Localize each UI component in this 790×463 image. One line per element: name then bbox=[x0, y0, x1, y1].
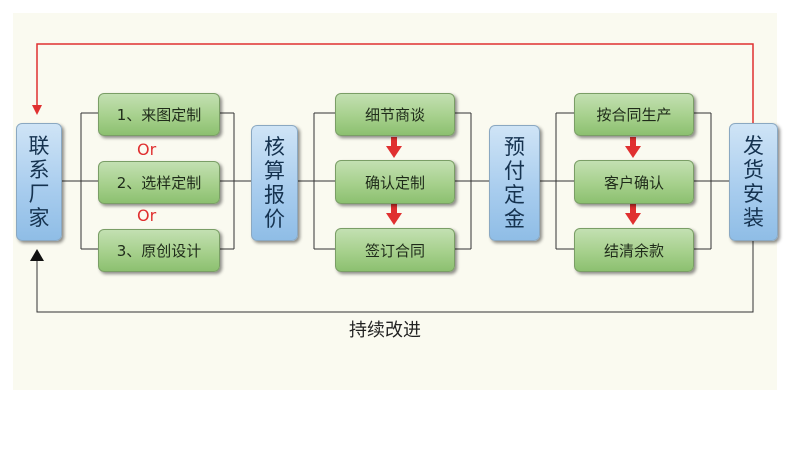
ship-char: 发 bbox=[743, 134, 764, 158]
negotiation-step-box: 细节商谈 bbox=[335, 93, 455, 136]
or-label: Or bbox=[137, 140, 157, 159]
quote-char: 算 bbox=[264, 159, 285, 183]
option-box: 2、选样定制 bbox=[98, 161, 220, 204]
deposit-char: 付 bbox=[504, 159, 525, 183]
red-down-arrow bbox=[625, 204, 641, 225]
production-step-box: 客户确认 bbox=[574, 160, 694, 204]
quote-char: 核 bbox=[264, 135, 285, 159]
option-box: 3、原创设计 bbox=[98, 229, 220, 272]
contact-char: 厂 bbox=[28, 182, 50, 206]
red-down-arrow bbox=[386, 204, 402, 225]
contact-char: 联 bbox=[28, 134, 50, 158]
contact-factory-box: 联 系 厂 家 bbox=[16, 123, 62, 241]
deposit-char: 定 bbox=[504, 183, 525, 207]
quote-char: 价 bbox=[264, 207, 285, 231]
contact-char: 系 bbox=[28, 158, 50, 182]
ship-install-box: 发 货 安 装 bbox=[729, 123, 778, 241]
contact-char: 家 bbox=[28, 206, 50, 230]
continuous-improvement-label: 持续改进 bbox=[349, 320, 421, 341]
red-down-arrow bbox=[625, 137, 641, 158]
ship-char: 装 bbox=[743, 206, 764, 230]
or-label: Or bbox=[137, 206, 157, 225]
quote-box: 核 算 报 价 bbox=[251, 125, 298, 241]
deposit-char: 预 bbox=[504, 135, 525, 159]
deposit-char: 金 bbox=[504, 207, 525, 231]
negotiation-step-box: 确认定制 bbox=[335, 160, 455, 204]
option-box: 1、来图定制 bbox=[98, 93, 220, 136]
red-down-arrow bbox=[386, 137, 402, 158]
ship-char: 货 bbox=[743, 158, 764, 182]
production-step-box: 结清余款 bbox=[574, 228, 694, 272]
top-loop-line bbox=[32, 43, 754, 123]
quote-char: 报 bbox=[264, 183, 285, 207]
negotiation-step-box: 签订合同 bbox=[335, 228, 455, 272]
production-step-box: 按合同生产 bbox=[574, 93, 694, 136]
ship-char: 安 bbox=[743, 182, 764, 206]
deposit-box: 预 付 定 金 bbox=[489, 125, 540, 241]
bottom-loop-line bbox=[30, 240, 754, 313]
